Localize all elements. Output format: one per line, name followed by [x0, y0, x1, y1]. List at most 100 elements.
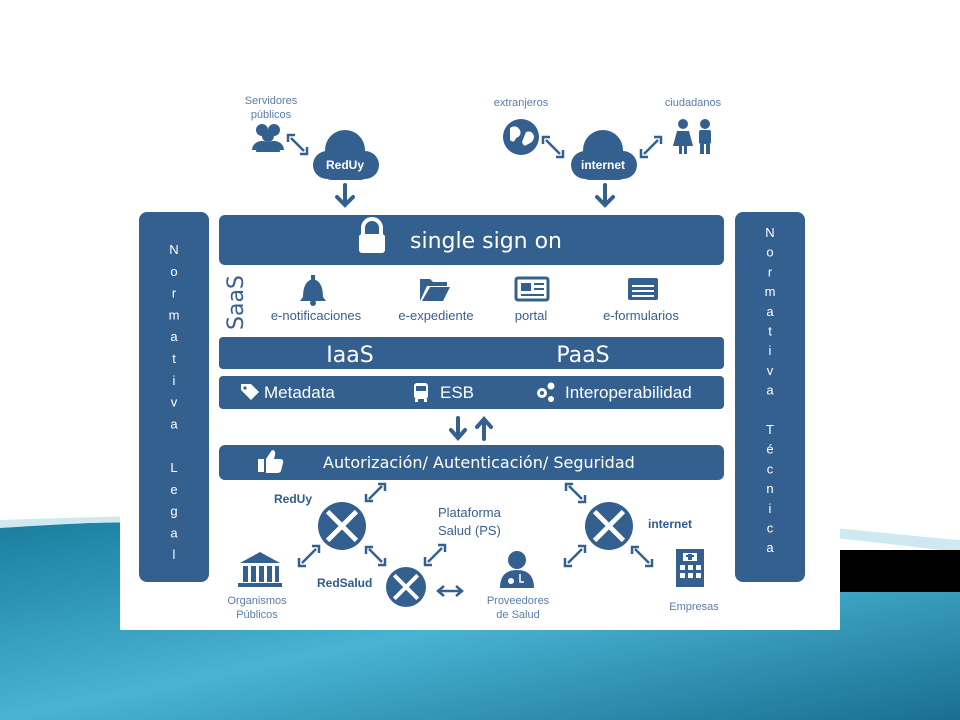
side_right-letter: r: [768, 264, 773, 279]
arrow-ciudadanos-internet: [639, 135, 663, 159]
sso-label: single sign on: [410, 229, 562, 254]
globe-icon: [503, 119, 539, 155]
arrow-extranjeros-internet: [541, 135, 565, 159]
government-building-icon: [238, 552, 282, 587]
gears-icon: [537, 382, 555, 402]
plataforma-label-2: Salud (PS): [438, 523, 501, 538]
side_right-letter: m: [765, 284, 776, 299]
arrow-redsalud-proveedores: [436, 585, 464, 597]
interoperabilidad-label: Interoperabilidad: [565, 383, 692, 402]
plataforma-label-1: Plataforma: [438, 505, 502, 520]
proveedores-label-1: Proveedores: [487, 595, 550, 607]
lock-icon: [359, 217, 385, 253]
side_right-letter: c: [767, 461, 774, 476]
normativa-legal-bar: [139, 212, 209, 582]
side_right-letter: N: [765, 225, 774, 240]
side_right-letter: a: [766, 540, 774, 555]
side_left-letter: a: [170, 416, 178, 431]
middleware-bar: [219, 376, 724, 409]
side_left-letter: o: [170, 264, 177, 279]
internet-cloud-label: internet: [581, 158, 625, 172]
arrow-servidores-reduy: [286, 133, 309, 156]
side_left-letter: a: [170, 525, 178, 540]
arrow-reduy-redsalud: [364, 545, 387, 567]
auth-bar: [219, 445, 724, 480]
iaas-label: IaaS: [326, 343, 373, 368]
ciudadanos-label: ciudadanos: [665, 97, 722, 109]
tags-icon: [241, 384, 259, 400]
arrow-reduy-auth: [364, 482, 387, 503]
proveedores-label-2: de Salud: [496, 609, 539, 621]
side_left-letter: a: [170, 329, 178, 344]
auth-label: Autorización/ Autenticación/ Seguridad: [323, 453, 635, 472]
service-e-expediente: e-expediente: [398, 308, 473, 323]
empresas-label: Empresas: [669, 601, 719, 613]
side_right-letter: T: [766, 422, 774, 437]
side_left-letter: r: [172, 286, 177, 301]
normativa-tecnica-bar: [735, 212, 805, 582]
side_left-letter: N: [169, 242, 178, 257]
form-list-icon: [628, 278, 658, 300]
reduy-router-icon: [318, 502, 366, 550]
side_right-letter: v: [767, 363, 774, 378]
side_right-letter: é: [766, 442, 773, 457]
internet-cloud-icon: [571, 130, 637, 180]
service-e-formularios: e-formularios: [603, 308, 679, 323]
thumbs-up-icon: [258, 450, 284, 473]
black-bar: [830, 550, 960, 592]
side_left-letter: e: [170, 482, 177, 497]
iaas-paas-bar: [219, 337, 724, 369]
side_right-letter: a: [766, 383, 774, 398]
servidores-label-1: Servidores: [245, 95, 298, 107]
up-down-arrows: [449, 415, 493, 442]
reduy-bottom-label: RedUy: [274, 492, 312, 506]
bell-icon: [300, 275, 326, 306]
internet-router-icon: [585, 502, 633, 550]
arrow-down-reduy: [335, 183, 355, 208]
arrow-organismos-reduy: [297, 544, 321, 568]
reduy-cloud-label: RedUy: [326, 158, 364, 172]
redsalud-label: RedSalud: [317, 576, 372, 590]
esb-label: ESB: [440, 383, 474, 402]
side_left-letter: L: [170, 460, 177, 475]
reduy-cloud-icon: [313, 130, 379, 180]
extranjeros-label: extranjeros: [494, 97, 549, 109]
newspaper-icon: [514, 276, 550, 302]
side_right-letter: c: [767, 521, 774, 536]
side_left-letter: t: [172, 351, 176, 366]
arrow-internet-proveedores: [563, 544, 587, 568]
side_left-letter: l: [173, 547, 176, 562]
arrow-internet-empresas: [630, 545, 654, 568]
folder-open-icon: [420, 279, 450, 301]
organismos-label-1: Organismos: [227, 595, 287, 607]
service-portal: portal: [515, 308, 548, 323]
side_right-letter: i: [769, 343, 772, 358]
side_right-letter: i: [769, 501, 772, 516]
hospital-building-icon: [676, 549, 704, 587]
service-e-notificaciones: e-notificaciones: [271, 308, 362, 323]
side_left-letter: v: [171, 395, 178, 410]
side_right-letter: a: [766, 304, 774, 319]
servidores-label-2: públicos: [251, 109, 292, 121]
side_right-letter: n: [766, 481, 773, 496]
sso-bar: [219, 215, 724, 265]
bus-icon: [414, 383, 428, 402]
people-group-icon: [252, 124, 284, 152]
side_left-letter: i: [173, 373, 176, 388]
citizens-icon: [673, 119, 711, 154]
side_left-letter: m: [169, 307, 180, 322]
side_left-letter: g: [170, 504, 177, 519]
arrow-redsalud-plataforma: [423, 543, 447, 567]
redsalud-router-icon: [386, 567, 426, 607]
arrow-internet-auth: [564, 482, 587, 504]
side_right-letter: o: [766, 245, 773, 260]
metadata-label: Metadata: [264, 383, 335, 402]
doctor-icon: [500, 551, 534, 588]
arrow-down-internet: [595, 183, 615, 208]
side_right-letter: t: [768, 324, 772, 339]
organismos-label-2: Públicos: [236, 609, 278, 621]
internet-bottom-label: internet: [648, 517, 692, 531]
